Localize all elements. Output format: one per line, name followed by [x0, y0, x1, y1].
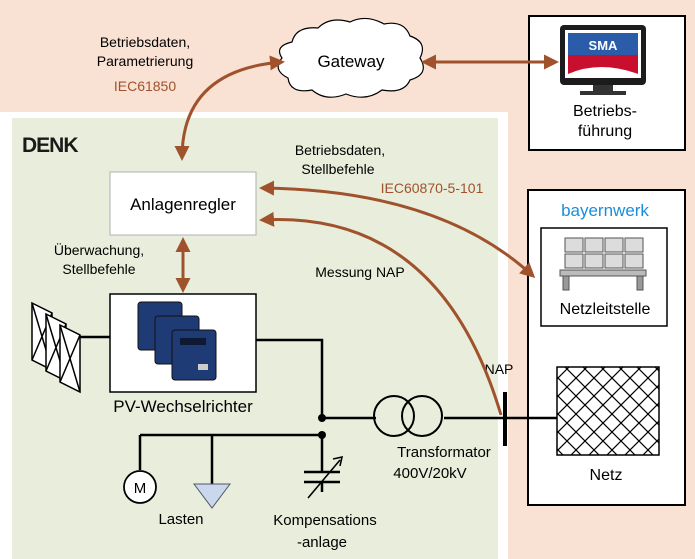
controller-label: Anlagenregler — [130, 195, 236, 214]
control-center-label: Netzleitstelle — [560, 301, 651, 318]
junction-dot — [318, 414, 326, 422]
measurement-arrow — [259, 211, 503, 416]
nap-label: NAP — [485, 361, 514, 377]
ops-label-line2: Stellbefehle — [301, 161, 374, 177]
inverter-icon — [137, 301, 217, 381]
control-desk-icon — [559, 237, 647, 291]
controller-control-center-arrow — [259, 180, 536, 279]
motor-symbol: M — [134, 480, 147, 497]
measurement-label: Messung NAP — [315, 264, 404, 280]
compensation-label-line2: -anlage — [297, 534, 347, 551]
junction-dot — [318, 431, 326, 439]
operator-label-line2: führung — [578, 123, 632, 140]
monitoring-label-line2: Stellbefehle — [62, 261, 135, 277]
sma-logo: SMA — [589, 38, 619, 53]
bayernwerk-logo: bayernwerk — [561, 201, 649, 220]
top-protocol-label: IEC61850 — [114, 78, 176, 94]
ops-label-line1: Betriebsdaten, — [295, 142, 385, 158]
transformer-label-line1: Transformator — [397, 444, 491, 461]
transformer-icon — [373, 395, 443, 437]
monitor-icon — [560, 25, 646, 95]
load-triangle-icon — [193, 483, 231, 509]
control-center-box — [540, 227, 668, 327]
grid-label: Netz — [590, 467, 623, 484]
pv-module-icon — [31, 301, 81, 394]
grid-mesh — [556, 366, 660, 456]
controller-box — [109, 171, 257, 236]
denk-logo: DENK — [22, 134, 78, 157]
motor-icon — [123, 470, 157, 504]
top-data-label-line2: Parametrierung — [97, 53, 194, 69]
monitoring-label-line1: Überwachung, — [54, 241, 144, 258]
top-region — [0, 0, 508, 112]
transformer-label-line2: 400V/20kV — [393, 465, 466, 482]
capacitor-icon — [304, 455, 344, 499]
gateway-label: Gateway — [317, 52, 385, 71]
gateway-cloud — [277, 17, 424, 98]
operator-label-line1: Betriebs- — [573, 103, 637, 120]
loads-label: Lasten — [158, 511, 203, 528]
inverter-label: PV-Wechselrichter — [113, 397, 253, 416]
compensation-label-line1: Kompensations — [273, 512, 376, 529]
gateway-controller-arrow — [174, 55, 285, 161]
top-data-label-line1: Betriebsdaten, — [100, 34, 190, 50]
ops-protocol-label: IEC60870-5-101 — [381, 180, 484, 196]
